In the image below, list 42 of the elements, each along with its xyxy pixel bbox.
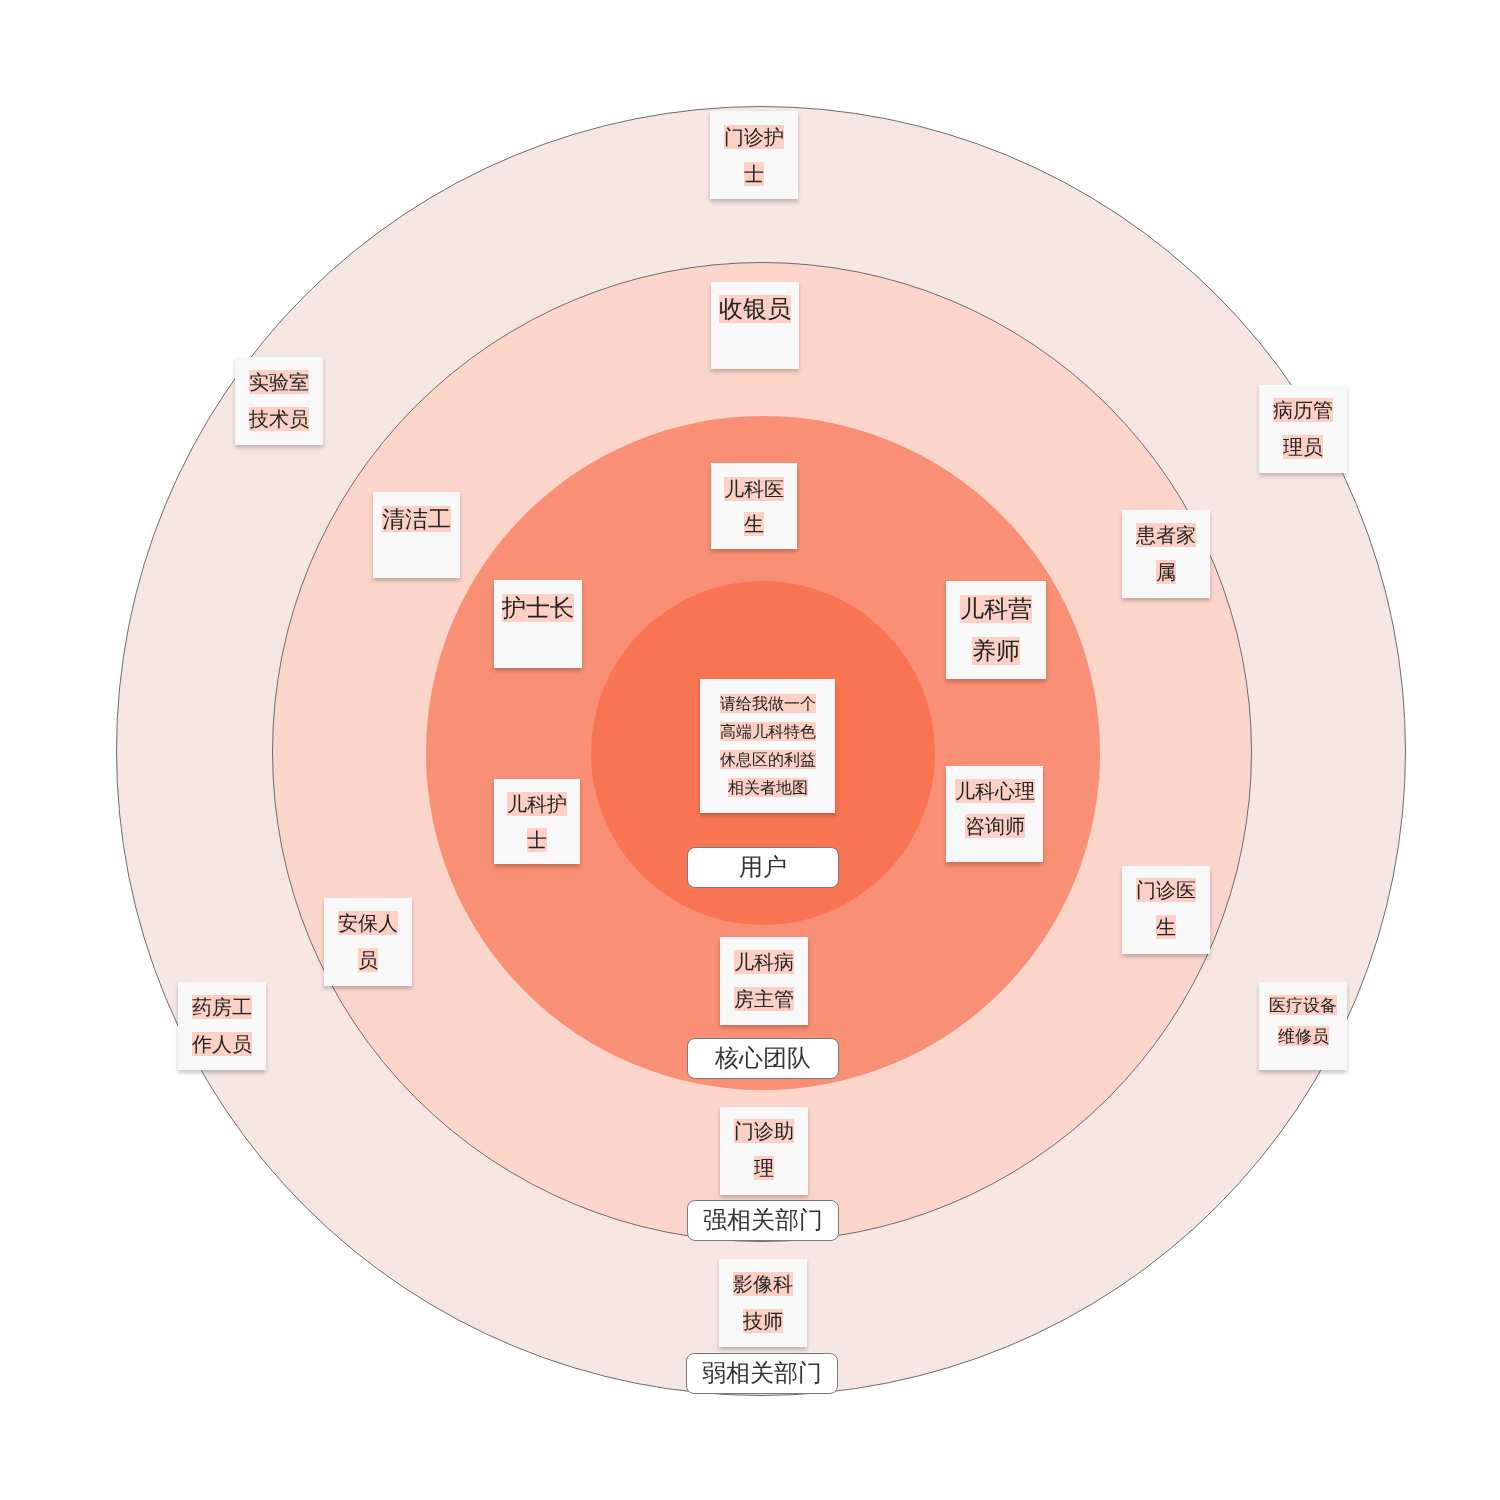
- sticky-note: [1259, 385, 1347, 473]
- ring-label: 弱相关部门: [686, 1353, 838, 1394]
- note-label: 清洁工: [382, 505, 451, 534]
- note-label: 收银员: [719, 294, 791, 325]
- note-label: 请给我做一个高端儿科特色休息区的利益相关者地图: [718, 693, 817, 799]
- note-label: 儿科心理咨询师: [953, 777, 1036, 840]
- sticky-note: [946, 766, 1043, 862]
- note-label: 药房工作人员: [191, 993, 253, 1058]
- sticky-note: [324, 898, 412, 986]
- note-label: 实验室技术员: [248, 368, 310, 433]
- sticky-note: [711, 463, 797, 549]
- note-label: 影像科技师: [732, 1270, 794, 1335]
- note-label: 儿科营养师: [959, 594, 1033, 667]
- note-label: 病历管理员: [1272, 396, 1334, 461]
- sticky-note: [720, 937, 808, 1025]
- note-label: 门诊医生: [1135, 876, 1197, 941]
- note-label: 儿科医生: [723, 475, 785, 538]
- note-label: 儿科护士: [506, 791, 568, 854]
- sticky-note: [700, 679, 835, 813]
- note-label: 儿科病房主管: [733, 948, 795, 1013]
- note-label: 门诊助理: [733, 1117, 795, 1182]
- ring-label: 强相关部门: [687, 1200, 839, 1241]
- sticky-note: [1122, 510, 1210, 598]
- note-label: 医疗设备维修员: [1268, 993, 1338, 1048]
- sticky-note: [1122, 866, 1210, 954]
- note-label: 护士长: [502, 593, 574, 624]
- sticky-note: [1259, 982, 1347, 1070]
- note-label: 门诊护士: [723, 123, 785, 188]
- sticky-note: [719, 1259, 807, 1347]
- sticky-note: [494, 580, 582, 668]
- sticky-note: [235, 357, 323, 445]
- sticky-note: [710, 111, 798, 199]
- note-label: 安保人员: [337, 909, 399, 974]
- ring-label: 核心团队: [687, 1038, 839, 1079]
- sticky-note: [946, 581, 1046, 679]
- note-label: 患者家属: [1135, 521, 1197, 586]
- sticky-note: [711, 282, 799, 369]
- sticky-note: [178, 982, 266, 1070]
- sticky-note: [494, 779, 580, 864]
- sticky-note: [720, 1107, 808, 1195]
- ring-label: 用户: [687, 847, 839, 888]
- sticky-note: [373, 492, 460, 578]
